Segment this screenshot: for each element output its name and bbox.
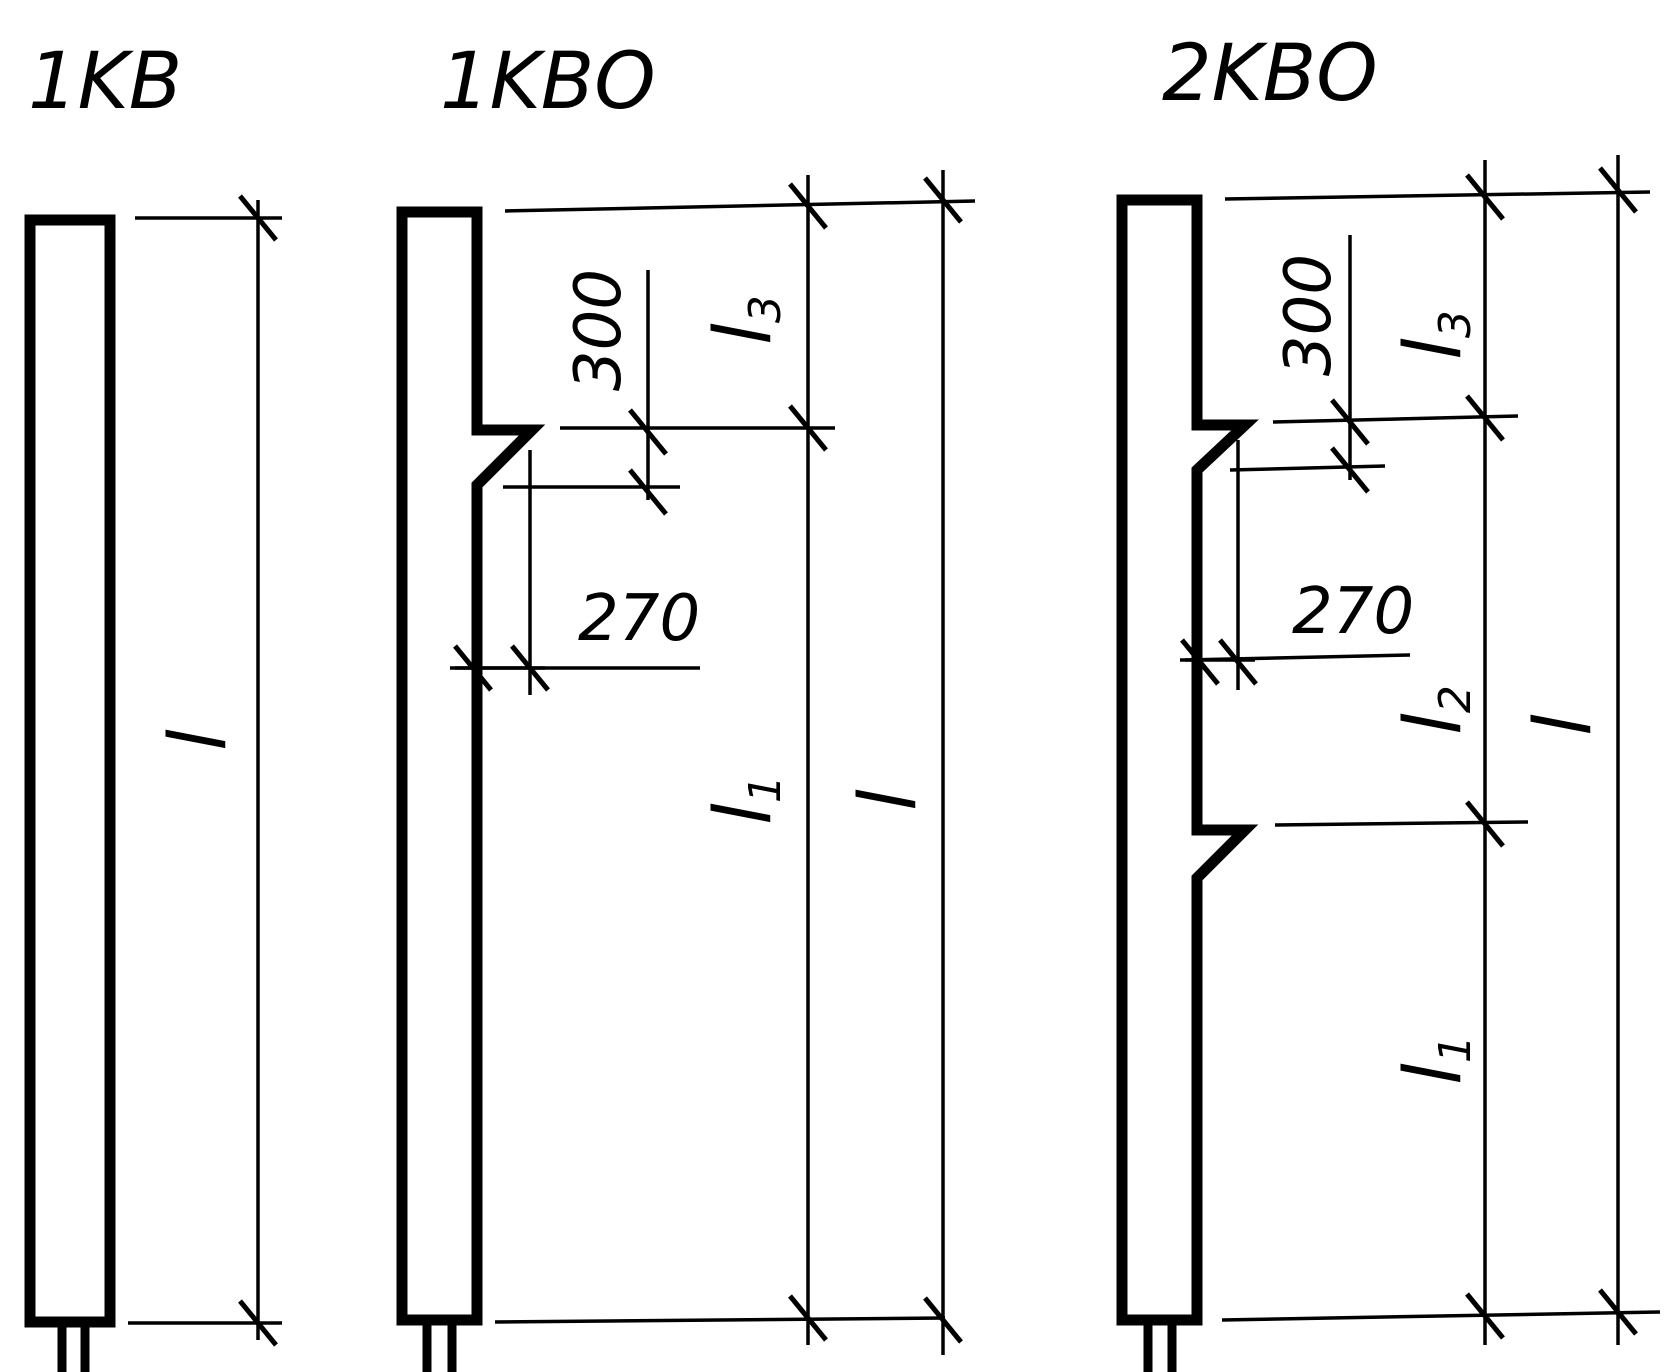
column-title-1kb: 1KB bbox=[28, 37, 182, 127]
dimension-label-l2-sub: 2 bbox=[1430, 685, 1481, 713]
dimension-300: 300 bbox=[1272, 235, 1370, 494]
dimension-label-300: 300 bbox=[1272, 254, 1346, 376]
dimension-300: 300 bbox=[562, 269, 668, 516]
svg-text:l1: l1 bbox=[1389, 1035, 1481, 1085]
dimension-label-l3: l bbox=[699, 323, 789, 345]
dimension-label-l1: l bbox=[699, 803, 789, 825]
svg-text:l3: l3 bbox=[1389, 310, 1481, 360]
dimension-label-l1-sub: 1 bbox=[1430, 1035, 1481, 1063]
dimension-label-l3-sub: 3 bbox=[1430, 310, 1481, 338]
dimension-chain-l3-l1: l3 l1 bbox=[699, 175, 828, 1345]
column-1kbo-outline bbox=[396, 206, 546, 1326]
svg-text:l3: l3 bbox=[699, 295, 791, 345]
dimension-label-l2: l bbox=[1389, 713, 1479, 735]
dimension-label-l: l bbox=[844, 789, 934, 811]
column-title-1kbo: 1KBO bbox=[440, 37, 656, 127]
dimension-l: l bbox=[1519, 155, 1638, 1345]
svg-text:l1: l1 bbox=[699, 775, 791, 825]
column-1kb-outline bbox=[24, 214, 116, 1328]
dimension-270: 270 bbox=[450, 450, 700, 695]
dimension-label-l1-sub: 1 bbox=[740, 775, 791, 803]
dimension-label-300: 300 bbox=[562, 269, 636, 391]
dimension-label-l: l bbox=[1519, 714, 1609, 736]
dimension-label-l1: l bbox=[1389, 1063, 1479, 1085]
dimension-270: 270 bbox=[1180, 440, 1414, 690]
extension-lines bbox=[1184, 190, 1661, 1322]
column-2kbo: 2KBO 300 270 bbox=[1116, 29, 1661, 1372]
dimension-label-270: 270 bbox=[578, 582, 700, 656]
dimension-label-l: l bbox=[154, 729, 244, 751]
column-1kb: 1KB l bbox=[24, 37, 282, 1372]
dimension-label-l3: l bbox=[1389, 338, 1479, 360]
dimension-chain-l3-l2-l1: l3 l2 l1 bbox=[1389, 160, 1505, 1345]
dimension-l: l bbox=[844, 170, 963, 1355]
extension-lines bbox=[455, 199, 976, 1324]
column-1kbo: 1KBO 300 270 bbox=[396, 37, 976, 1372]
dimension-label-270: 270 bbox=[1292, 575, 1414, 649]
column-2kbo-outline bbox=[1116, 194, 1259, 1326]
svg-text:l2: l2 bbox=[1389, 685, 1481, 735]
dimension-l: l bbox=[128, 194, 282, 1347]
column-title-2kbo: 2KBO bbox=[1162, 29, 1378, 119]
dimension-label-l3-sub: 3 bbox=[740, 295, 791, 323]
